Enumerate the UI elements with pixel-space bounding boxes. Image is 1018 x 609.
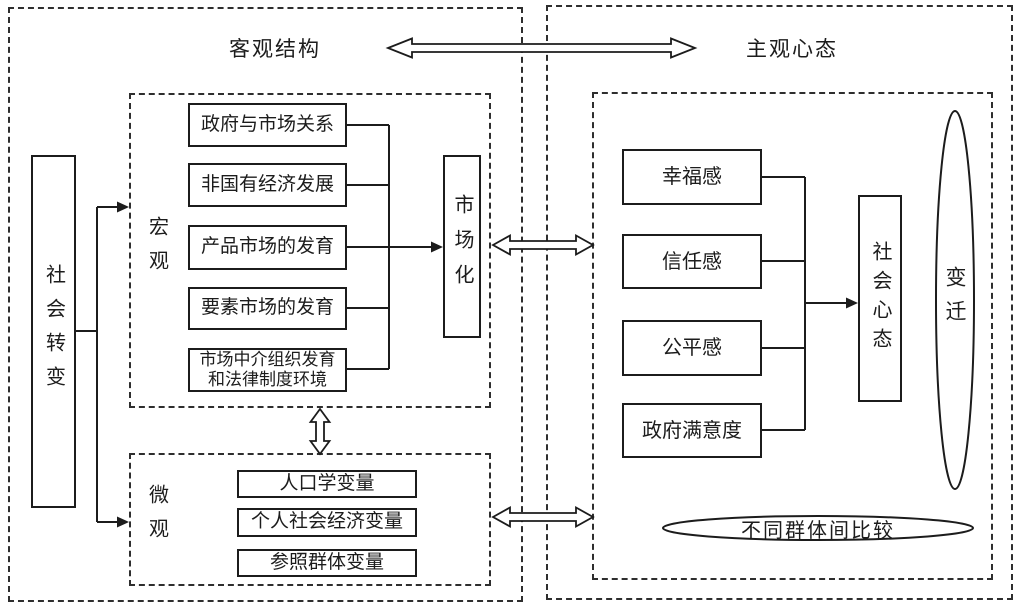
subjective-connector-lines xyxy=(762,176,847,431)
subjective-group-box xyxy=(592,92,993,580)
top-double-arrow xyxy=(385,37,698,59)
macro-box-product-market: 产品市场的发育 xyxy=(188,225,347,270)
arrowhead-to-marketization xyxy=(431,241,443,253)
macro-label: 宏观 xyxy=(145,216,168,284)
arrowhead-to-social-mentality xyxy=(846,297,858,309)
arrowhead-to-macro xyxy=(117,201,129,213)
arrowhead-to-micro xyxy=(117,516,129,528)
subjective-box-trust: 信任感 xyxy=(622,234,762,289)
subjective-box-fairness: 公平感 xyxy=(622,320,762,376)
social-transformation-box: 社会转变 xyxy=(31,155,76,508)
macro-box-non-state-economy: 非国有经济发展 xyxy=(188,163,347,207)
micro-label: 微观 xyxy=(145,484,168,552)
objective-structure-title: 客观结构 xyxy=(229,37,321,61)
micro-box-demographic-variables: 人口学变量 xyxy=(237,470,417,498)
macro-connector-lines xyxy=(347,124,432,370)
change-ellipse-label: 变迁 xyxy=(943,266,967,334)
macro-box-factor-market: 要素市场的发育 xyxy=(188,287,347,330)
subjective-mentality-title: 主观心态 xyxy=(746,37,838,61)
micro-subjective-double-arrow xyxy=(491,505,595,529)
objective-structure-panel xyxy=(8,7,523,602)
macro-micro-double-arrow xyxy=(308,407,332,456)
social-mentality-box: 社会心态 xyxy=(858,195,902,402)
macro-group-box xyxy=(129,93,491,408)
micro-group-box xyxy=(129,453,491,586)
micro-box-socioeconomic-variables: 个人社会经济变量 xyxy=(237,508,417,537)
subjective-box-government-satisfaction: 政府满意度 xyxy=(622,403,762,458)
macro-box-government-market-relation: 政府与市场关系 xyxy=(188,103,347,147)
change-ellipse xyxy=(935,110,975,490)
subjective-mentality-panel xyxy=(546,5,1013,600)
transformation-branch-line xyxy=(76,206,118,523)
group-comparison-ellipse-label: 不同群体间比较 xyxy=(741,519,895,542)
macro-subjective-double-arrow xyxy=(491,233,595,257)
group-comparison-ellipse xyxy=(662,515,974,541)
macro-box-intermediary-legal: 市场中介组织发育 和法律制度环境 xyxy=(188,348,347,392)
subjective-box-happiness: 幸福感 xyxy=(622,149,762,205)
marketization-box: 市场化 xyxy=(443,155,481,338)
micro-box-reference-group-variables: 参照群体变量 xyxy=(237,549,417,577)
